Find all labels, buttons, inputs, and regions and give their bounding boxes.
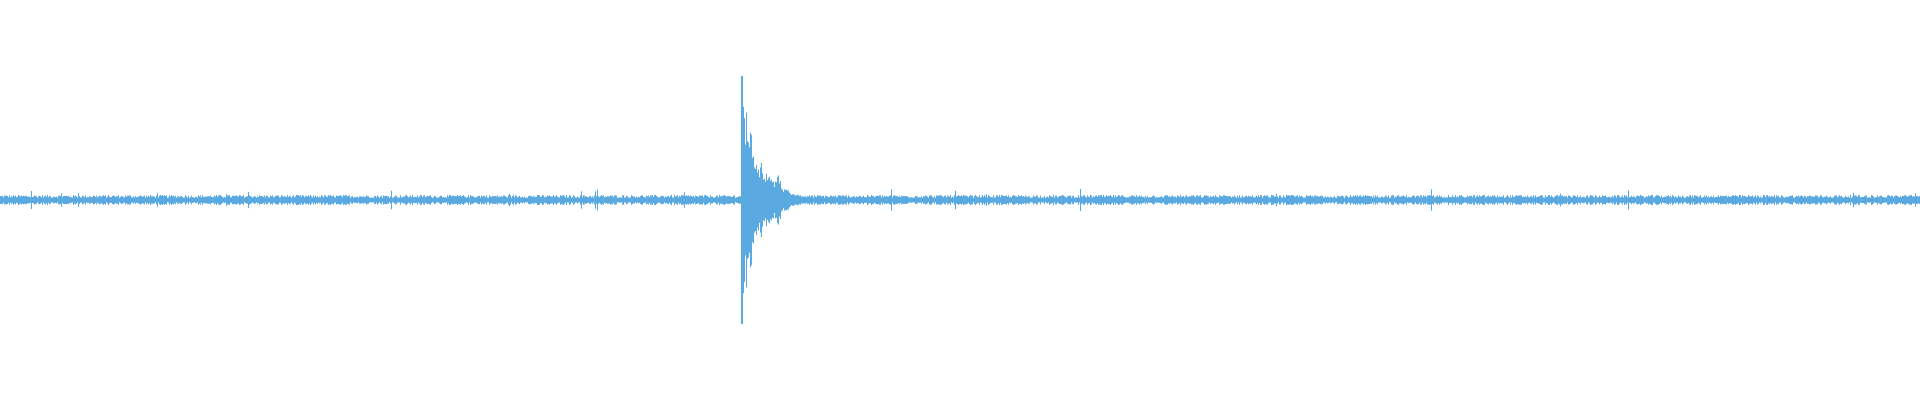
audio-waveform[interactable] [0,0,1920,400]
audio-waveform-view[interactable] [0,0,1920,400]
